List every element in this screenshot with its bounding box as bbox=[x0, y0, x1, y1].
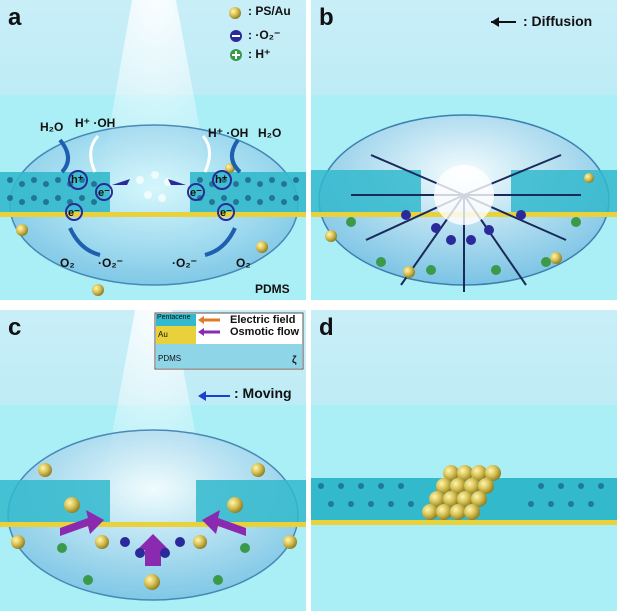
o2-left-label: O₂ bbox=[60, 256, 75, 270]
panel-b: b : Diffusion bbox=[311, 0, 617, 300]
electron-label-left-2: e⁻ bbox=[68, 207, 80, 219]
o2rad-right-label: ·O₂⁻ bbox=[172, 256, 197, 270]
panel-b-label: b bbox=[319, 4, 334, 31]
hole-label-right: h⁺ bbox=[215, 174, 228, 186]
inset-pdms-label: PDMS bbox=[158, 354, 182, 363]
diffusion-legend: : Diffusion bbox=[523, 13, 593, 29]
electron-label-right: e⁻ bbox=[190, 187, 202, 199]
panel-d: d bbox=[311, 310, 617, 611]
inset-pentacene-label: Pentacene bbox=[157, 314, 191, 321]
panel-d-label: d bbox=[319, 314, 334, 341]
panel-c: c Pentacene Au PDMS Electric field Osmot… bbox=[0, 310, 306, 611]
panel-c-drawing bbox=[0, 310, 306, 611]
legend-h-plus: : H⁺ bbox=[248, 47, 271, 61]
o2-right-label: O₂ bbox=[236, 256, 251, 270]
electron-label-left: e⁻ bbox=[98, 187, 110, 199]
left-h2o-label: H₂O bbox=[40, 120, 64, 134]
legend-o2-radical: : ·O₂⁻ bbox=[248, 28, 281, 42]
panel-d-drawing bbox=[311, 310, 617, 611]
electron-label-right-2: e⁻ bbox=[220, 207, 232, 219]
panel-a-drawing bbox=[0, 0, 306, 300]
inset-electric-field-label: Electric field bbox=[230, 314, 296, 326]
inset-zeta-label: ζ bbox=[292, 355, 297, 366]
legend-ps-au: : PS/Au bbox=[248, 4, 291, 18]
panel-b-drawing bbox=[311, 0, 617, 300]
pdms-label: PDMS bbox=[255, 282, 290, 296]
o2rad-left-label: ·O₂⁻ bbox=[98, 256, 123, 270]
right-oh-label: H⁺ ·OH bbox=[208, 126, 249, 140]
moving-legend: : Moving bbox=[234, 385, 292, 401]
inset-au-label: Au bbox=[158, 330, 168, 339]
panel-a: a : PS/Au : ·O₂⁻ : H⁺ H₂O H⁺ ·OH H⁺ ·OH … bbox=[0, 0, 306, 300]
panel-c-label: c bbox=[8, 314, 22, 341]
right-h2o-label: H₂O bbox=[258, 126, 282, 140]
hole-label-left: h⁺ bbox=[71, 174, 84, 186]
inset-osmotic-flow-label: Osmotic flow bbox=[230, 326, 300, 338]
panel-a-label: a bbox=[8, 4, 22, 31]
left-oh-label: H⁺ ·OH bbox=[75, 116, 116, 130]
